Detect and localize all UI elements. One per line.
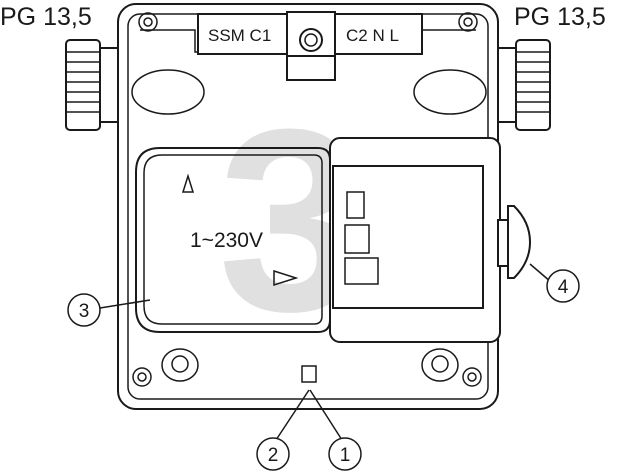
- callout-1: 1: [328, 437, 362, 471]
- arrow-right-icon: [273, 269, 299, 287]
- cable-gland-right: [497, 39, 551, 131]
- corner-screw-top-left: [138, 12, 158, 32]
- callout-4: 4: [546, 269, 580, 303]
- svg-text:4: 4: [558, 277, 569, 298]
- voltage-label: 1~230V: [190, 229, 263, 252]
- mounting-tab-left: [161, 348, 199, 382]
- callout-2-leader: [275, 389, 310, 441]
- indicator-slot-3: [344, 257, 379, 285]
- corner-screw-bottom-right: [462, 367, 482, 387]
- recess-right: [413, 69, 487, 115]
- svg-text:3: 3: [79, 301, 90, 322]
- callout-2: 2: [256, 437, 290, 471]
- indicator-slot-2: [344, 224, 370, 254]
- gland-right-label: PG 13,5: [514, 3, 606, 31]
- corner-screw-top-right: [458, 12, 478, 32]
- callout-3: 3: [67, 293, 101, 327]
- callout-3-leader: [99, 299, 151, 309]
- terminal-block: [197, 11, 423, 81]
- callout-1-leader: [309, 389, 343, 441]
- voltage-module: [135, 147, 331, 333]
- callout-4-leader: [529, 263, 552, 283]
- corner-screw-bottom-left: [132, 367, 152, 387]
- svg-text:2: 2: [268, 445, 279, 466]
- mounting-tab-right: [421, 348, 459, 382]
- recess-left: [131, 69, 205, 115]
- terminal-right-label: C2 N L: [346, 26, 399, 45]
- svg-text:1: 1: [340, 445, 351, 466]
- gland-left-label: PG 13,5: [0, 3, 92, 31]
- side-connector: [497, 205, 532, 279]
- indicator-slot-1: [346, 191, 365, 219]
- arrow-up-icon: [181, 173, 195, 193]
- cable-gland-left: [65, 39, 119, 131]
- terminal-left-label: SSM C1: [208, 26, 271, 45]
- status-led: [301, 365, 317, 383]
- electronics-module: [329, 137, 501, 343]
